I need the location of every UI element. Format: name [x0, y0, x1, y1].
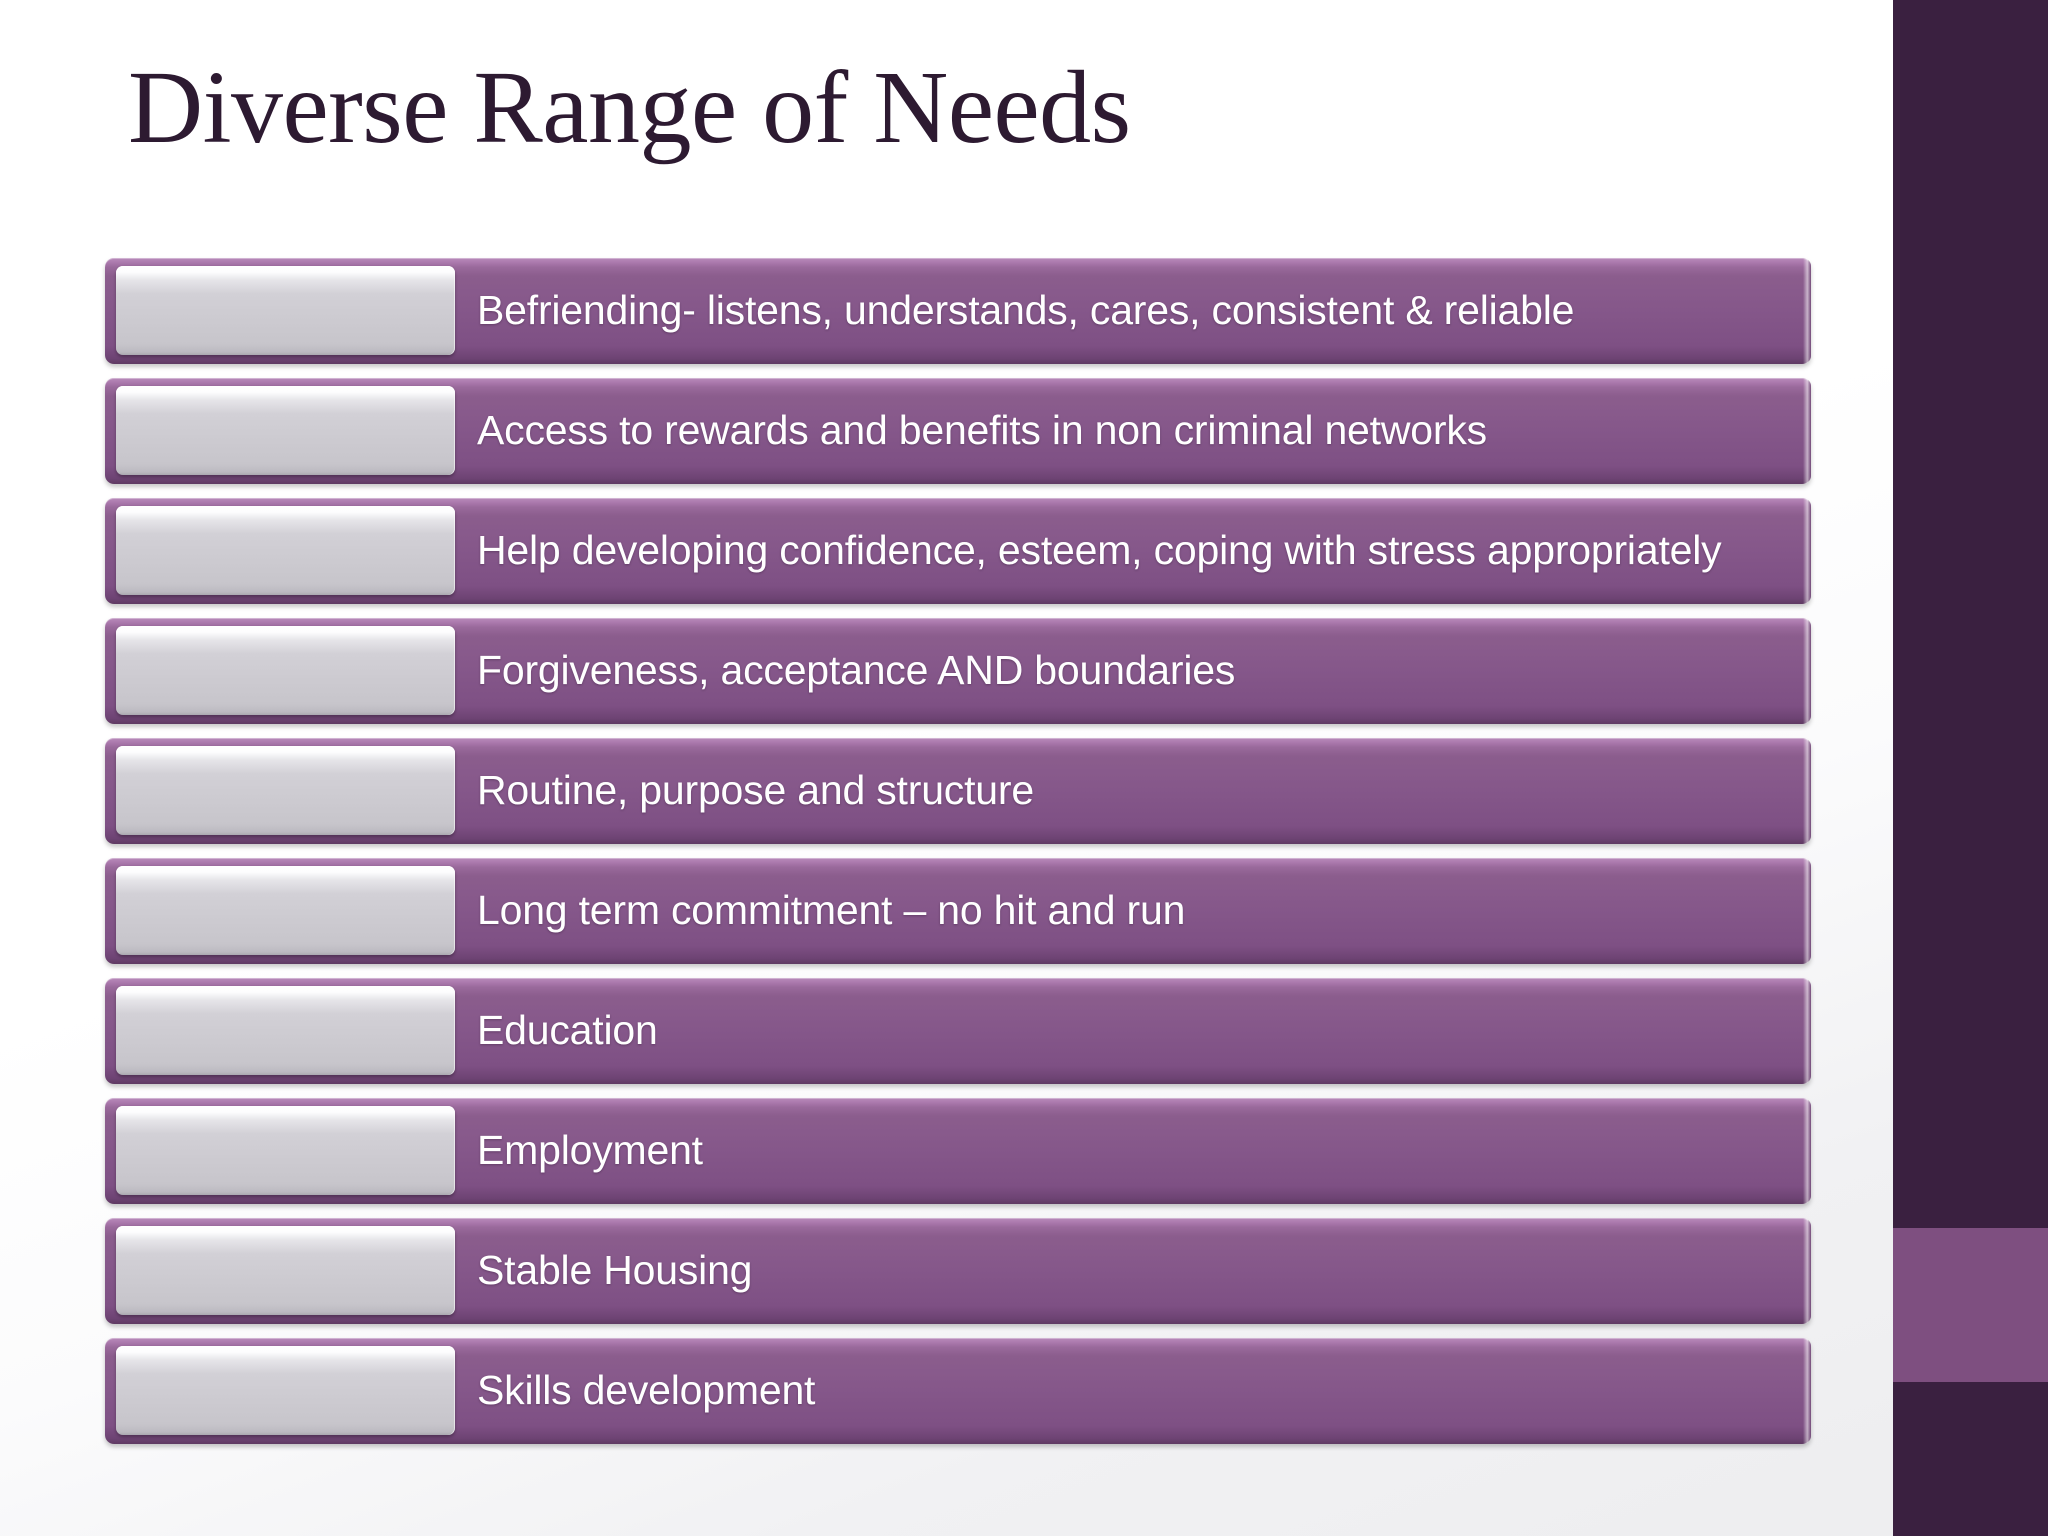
- list-item[interactable]: Skills development: [105, 1338, 1811, 1444]
- page-title: Diverse Range of Needs: [128, 50, 1131, 165]
- list-item-label: Education: [477, 1007, 658, 1054]
- list-item[interactable]: Employment: [105, 1098, 1811, 1204]
- list-item[interactable]: Help developing confidence, esteem, copi…: [105, 498, 1811, 604]
- list-item[interactable]: Long term commitment – no hit and run: [105, 858, 1811, 964]
- list-item-label: Employment: [477, 1127, 703, 1174]
- list-item[interactable]: Befriending- listens, understands, cares…: [105, 258, 1811, 364]
- chip-icon: [116, 1346, 455, 1435]
- list-item-label: Routine, purpose and structure: [477, 767, 1034, 814]
- list-item-label: Long term commitment – no hit and run: [477, 887, 1186, 934]
- chip-icon: [116, 266, 455, 355]
- list-item[interactable]: Stable Housing: [105, 1218, 1811, 1324]
- chip-icon: [116, 626, 455, 715]
- list-item[interactable]: Routine, purpose and structure: [105, 738, 1811, 844]
- list-item[interactable]: Access to rewards and benefits in non cr…: [105, 378, 1811, 484]
- chip-icon: [116, 746, 455, 835]
- chip-icon: [116, 386, 455, 475]
- sidebar-accent-block: [1893, 1228, 2048, 1382]
- list-item-label: Forgiveness, acceptance AND boundaries: [477, 647, 1236, 694]
- list-item-label: Help developing confidence, esteem, copi…: [477, 527, 1722, 574]
- list-item-label: Access to rewards and benefits in non cr…: [477, 407, 1487, 454]
- needs-list: Befriending- listens, understands, cares…: [105, 258, 1811, 1458]
- chip-icon: [116, 1106, 455, 1195]
- chip-icon: [116, 506, 455, 595]
- list-item[interactable]: Forgiveness, acceptance AND boundaries: [105, 618, 1811, 724]
- chip-icon: [116, 1226, 455, 1315]
- list-item-label: Stable Housing: [477, 1247, 753, 1294]
- list-item-label: Befriending- listens, understands, cares…: [477, 287, 1575, 334]
- chip-icon: [116, 986, 455, 1075]
- list-item-label: Skills development: [477, 1367, 816, 1414]
- chip-icon: [116, 866, 455, 955]
- list-item[interactable]: Education: [105, 978, 1811, 1084]
